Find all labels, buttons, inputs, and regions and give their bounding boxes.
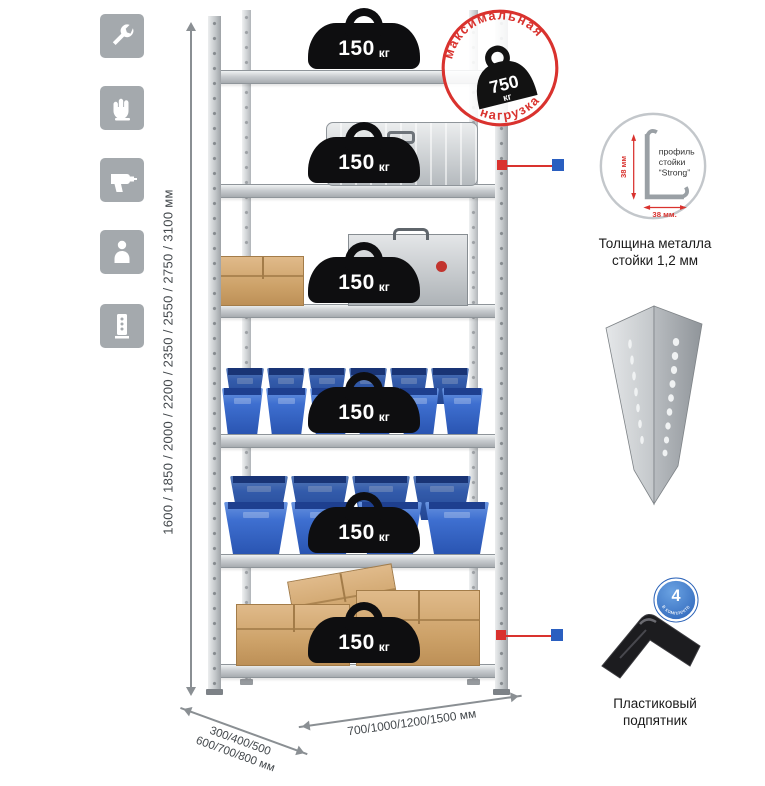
perforated-post-detail: [590, 300, 720, 515]
shelf: [213, 184, 503, 198]
wrench-icon-tile: [100, 14, 144, 58]
perforated-post-graphic: [605, 305, 703, 506]
callout-line: [506, 165, 556, 167]
drill-icon-tile: [100, 158, 144, 202]
rack-back-right-post: [467, 10, 480, 685]
rack-back-left-post: [240, 10, 253, 685]
profile-detail-graphic: 38 мм 38 мм. профиль стойки “Strong”: [599, 112, 707, 220]
profile-caption: Толщина металла стойки 1,2 мм: [598, 236, 712, 268]
plastic-bin: [224, 502, 288, 554]
plastic-foot-detail: [590, 588, 710, 683]
foot-edge: [619, 629, 647, 659]
post-right-face: [653, 305, 703, 506]
plastic-bin: [222, 388, 263, 434]
depth-dimension: 300/400/500 600/700/800 мм: [169, 707, 308, 785]
detail-circle: [599, 112, 707, 220]
height-dimension-label: 1600 / 1850 / 2000 / 2200 / 2350 / 2550 …: [160, 189, 176, 535]
profile-dim-horizontal: 38 мм.: [652, 210, 676, 219]
profile-label-2: стойки: [659, 157, 686, 167]
gloves-icon-tile: [100, 86, 144, 130]
callout-line: [505, 635, 555, 637]
stamp-weight-body: [476, 60, 538, 110]
plastic-bin: [266, 388, 307, 434]
foot-body: [601, 614, 701, 679]
shelf: [213, 554, 503, 568]
plastic-bin: [442, 388, 483, 434]
callout-marker-red: [497, 160, 507, 170]
profile-dim-vertical: 38 мм: [619, 156, 628, 178]
profile-angle: [644, 134, 684, 200]
perforated-post-icon-tile: [100, 304, 144, 348]
post-left-face: [605, 305, 655, 506]
shelf: [213, 664, 503, 678]
height-dimension-line: [186, 22, 196, 696]
profile-detail: 38 мм 38 мм. профиль стойки “Strong”: [597, 110, 709, 222]
rack-front-right-post: [493, 16, 510, 695]
stamp-unit: кг: [502, 91, 513, 103]
profile-label-3: “Strong”: [659, 168, 690, 178]
shelf: [213, 304, 503, 318]
person-icon: [114, 240, 130, 263]
kit-count-badge: 4 в комплекте: [653, 577, 699, 623]
shelf: [213, 434, 503, 448]
person-icon-tile: [100, 230, 144, 274]
foot-highlight: [639, 618, 657, 625]
rack-front-left-post: [206, 16, 223, 695]
callout-marker-blue: [552, 159, 564, 171]
width-dimension: 700/1000/1200/1500 мм: [298, 694, 524, 745]
wrench-icon: [112, 24, 134, 45]
foot-caption: Пластиковый подпятник: [613, 696, 697, 728]
plastic-bin: [425, 502, 489, 554]
perforated-post-icon: [115, 314, 129, 339]
drill-icon: [111, 174, 137, 192]
kit-count-badge-graphic: 4 в комплекте: [653, 577, 699, 623]
callout-marker-red: [496, 630, 506, 640]
gloves-icon: [113, 98, 130, 121]
profile-label-1: профиль: [659, 146, 695, 156]
kit-count-value: 4: [671, 587, 680, 605]
post-perforation-holes: [628, 338, 680, 457]
callout-marker-blue: [551, 629, 563, 641]
cardboard-box: [220, 256, 304, 306]
plastic-foot-graphic: [601, 614, 701, 679]
profile-right-lip: [681, 186, 690, 199]
